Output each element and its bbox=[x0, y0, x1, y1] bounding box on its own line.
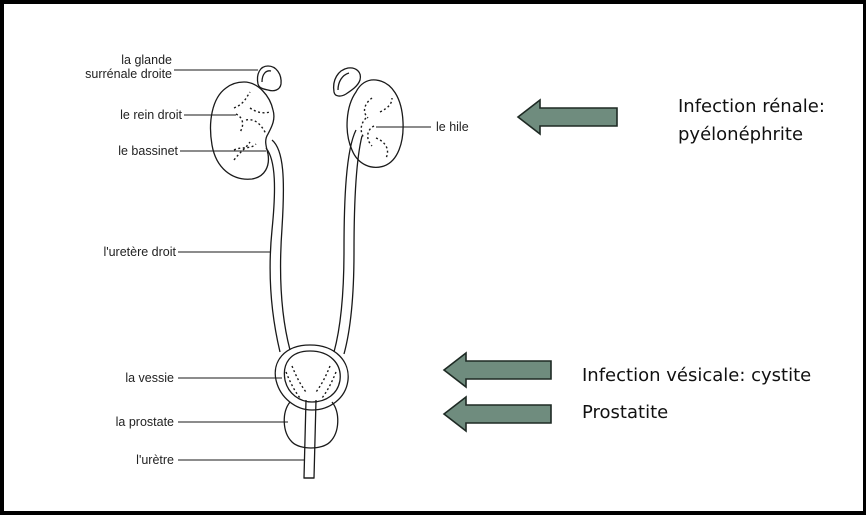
label-uretere: l'uretère droit bbox=[103, 245, 176, 259]
arrow-renal bbox=[518, 100, 617, 134]
left-ureter bbox=[334, 130, 356, 352]
label-hile: le hile bbox=[436, 120, 469, 134]
urethra bbox=[304, 400, 316, 478]
label-rein: le rein droit bbox=[120, 108, 182, 122]
prostate bbox=[284, 402, 338, 448]
label-vessie: la vessie bbox=[125, 371, 174, 385]
bladder bbox=[275, 345, 348, 410]
annotation-renal-line1: Infection rénale: bbox=[678, 96, 825, 117]
annotation-prostatite: Prostatite bbox=[582, 402, 668, 423]
arrow-vesical bbox=[444, 353, 551, 387]
annotation-vesical: Infection vésicale: cystite bbox=[582, 365, 811, 386]
label-gland-line2: surrénale droite bbox=[85, 67, 172, 81]
label-uretre: l'urètre bbox=[136, 453, 174, 467]
label-prostate: la prostate bbox=[116, 415, 174, 429]
label-gland-line1: la glande bbox=[121, 53, 172, 67]
left-kidney bbox=[347, 80, 403, 167]
label-bassinet: le bassinet bbox=[118, 144, 178, 158]
right-ureter bbox=[266, 148, 280, 352]
right-adrenal-gland bbox=[257, 66, 281, 91]
annotation-renal-line2: pyélonéphrite bbox=[678, 124, 803, 145]
arrow-prostate bbox=[444, 397, 551, 431]
